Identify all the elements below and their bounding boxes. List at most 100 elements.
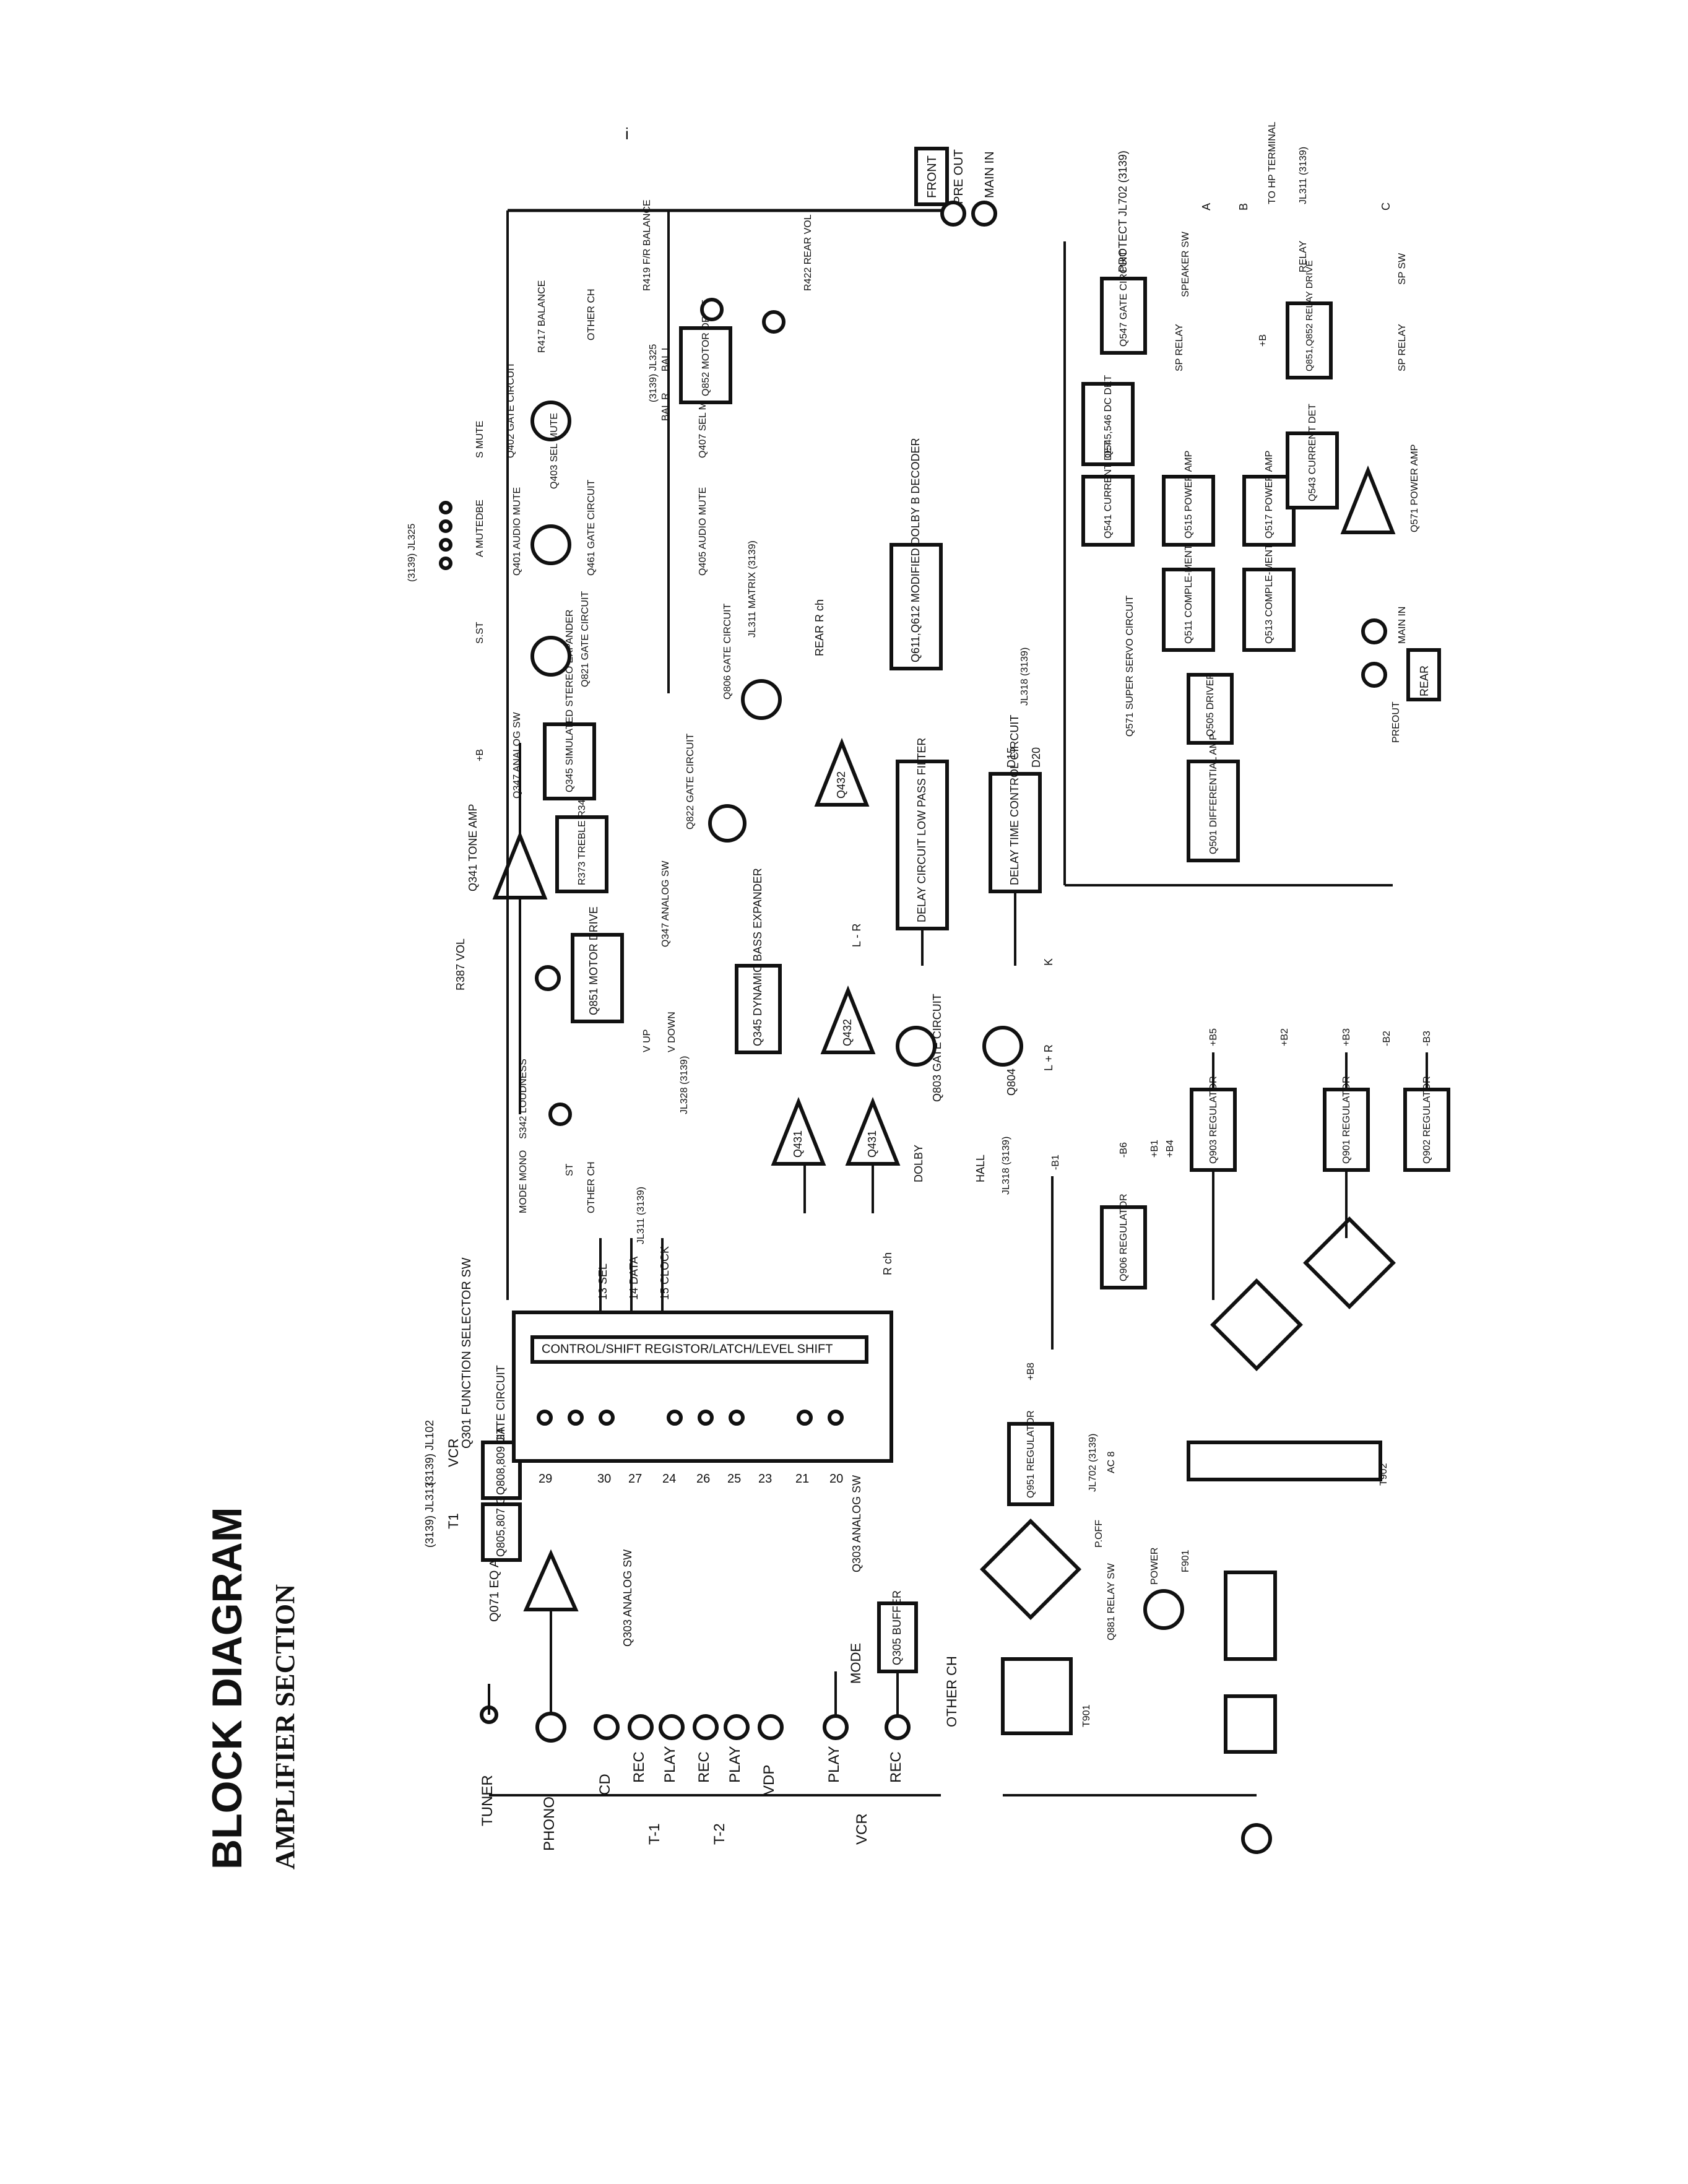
page-subtitle: AMPLIFIER SECTION <box>270 1584 300 1870</box>
function-selector-group: Q071 EQ AMP Q805,807 GATE CIRCUIT Q808,8… <box>423 1187 918 1673</box>
preout-label: PREOUT <box>1391 701 1401 743</box>
delay-control-block <box>989 772 1042 893</box>
rear-rch-label: REAR R ch <box>813 599 826 656</box>
delay-control-label: DELAY TIME CONTROL CIRCUIT <box>1008 715 1021 885</box>
q431a-label: Q431 <box>792 1130 804 1158</box>
function-selector-block <box>512 1311 893 1463</box>
t2-play-jack <box>724 1714 750 1740</box>
corner-mark: i <box>625 124 629 143</box>
loudness-lamp <box>548 1103 572 1126</box>
relay-drive-block <box>1286 301 1333 379</box>
motor-drive-851-label: Q851 MOTOR DRIVE <box>587 906 600 1015</box>
jl311-out-label: JL311 (3139) <box>1298 147 1309 204</box>
dolby-label: DOLBY <box>912 1145 925 1182</box>
a-terminal-label: A <box>1200 203 1213 210</box>
plus-b3-label: +B3 <box>1341 1028 1352 1046</box>
analog-sw-303a-label: Q303 ANALOG SW <box>621 1549 634 1647</box>
power-amp-517-label: Q517 POWER AMP <box>1264 451 1275 539</box>
jl313-label: (3139) JL313 <box>423 1482 436 1548</box>
input-other-ch-label: OTHER CH <box>944 1656 959 1727</box>
jl102-label: (3139) JL102 <box>423 1420 436 1486</box>
differential-amp-block <box>1187 760 1240 862</box>
f901-label: F901 <box>1180 1549 1191 1572</box>
t2-label: T-2 <box>711 1823 728 1845</box>
d20-label: D20 <box>1030 747 1042 768</box>
capacitor-bank-2 <box>1224 1694 1277 1754</box>
buffer-label: Q305 BUFFER <box>891 1590 903 1665</box>
vcr-rec-jack <box>885 1714 911 1740</box>
main-in-label: MAIN IN <box>983 151 997 198</box>
ac8-label: AC 8 <box>1106 1451 1117 1473</box>
dc-det-block <box>1081 382 1135 466</box>
rear-vol-motor <box>762 310 786 334</box>
mute-section: Q821 GATE CIRCUIT Q401 AUDIO MUTE Q461 G… <box>407 199 953 1300</box>
q803-label: Q803 GATE CIRCUIT <box>931 994 943 1102</box>
current-det-543-label: Q543 CURRENT DET <box>1307 404 1318 501</box>
q822-gate <box>708 804 747 843</box>
shift-register-label: CONTROL/SHIFT REGISTOR/LATCH/LEVEL SHIFT <box>542 1342 833 1356</box>
q432b-label: Q432 <box>835 771 847 799</box>
driver-label: Q505 DRIVER <box>1205 672 1216 737</box>
plus-b-347-label: +B <box>475 749 485 761</box>
rear-label: REAR <box>1418 665 1430 696</box>
t1-ref-label: T1 <box>446 1513 461 1529</box>
dbe-label: DBE <box>475 500 485 520</box>
complement-511-block <box>1162 568 1215 652</box>
jl318-lower-label: JL318 (3139) <box>1001 1137 1011 1195</box>
q405-label: Q405 AUDIO MUTE <box>698 487 708 576</box>
current-det-541-label: Q541 CURRENT DET <box>1103 441 1114 539</box>
tone-volume-section: Q851 MOTOR DRIVE R387 VOL V UP V DOWN JL… <box>454 610 690 1213</box>
pin-20: 20 <box>829 1472 843 1486</box>
regulator-951-block <box>1007 1422 1054 1506</box>
k-label: K <box>1042 958 1055 966</box>
t2-rec-jack <box>693 1714 719 1740</box>
pin-29: 29 <box>539 1472 552 1486</box>
front-label: FRONT <box>925 155 939 198</box>
q402-gate <box>530 401 571 441</box>
to-hp-label: TO HP TERMINAL <box>1267 122 1278 204</box>
r-ch-label: R ch <box>881 1252 894 1275</box>
mode-label: MODE <box>848 1643 863 1684</box>
relay-sw-label: Q881 RELAY SW <box>1106 1562 1117 1640</box>
q403-label: Q403 SEL MUTE <box>549 413 560 489</box>
driver-block <box>1187 673 1234 745</box>
mono-other-ch-label: OTHER CH <box>586 1161 597 1213</box>
jl325-mute-label: (3139) JL325 <box>407 524 417 582</box>
regulator-901-block <box>1323 1088 1370 1172</box>
stereo-expander-block <box>543 722 596 800</box>
protect-gate-block <box>1100 277 1147 355</box>
speaker-sw-label: SPEAKER SW <box>1180 231 1191 297</box>
rear-main-in-jack <box>1361 618 1387 644</box>
current-det-543-block <box>1286 431 1339 509</box>
vol-label: R387 VOL <box>454 938 467 990</box>
vdp-jack <box>758 1714 784 1740</box>
a-mute-label: A MUTE <box>475 520 485 557</box>
sp-relay-right-label: SP RELAY <box>1397 324 1408 371</box>
q461-label: Q461 GATE CIRCUIT <box>586 479 597 576</box>
sp-relay-left-label: SP RELAY <box>1174 324 1185 371</box>
output-section: FRONT PRE OUT MAIN IN PROTECT JL702 (313… <box>914 122 1441 886</box>
plus-b2-label: +B2 <box>1279 1028 1290 1046</box>
l-minus-r-label: L - R <box>850 924 863 947</box>
function-selector-label: Q301 FUNCTION SELECTOR SW <box>460 1257 474 1449</box>
fr-balance-label: R419 F/R BALANCE <box>642 199 652 291</box>
v-down-label: V DOWN <box>667 1012 677 1052</box>
sp-sw-label: SP SW <box>1397 253 1408 285</box>
front-label-box <box>914 147 949 206</box>
q401-gate <box>530 524 571 565</box>
q821-label: Q821 GATE CIRCUIT <box>580 591 591 687</box>
tone-amp-symbol <box>492 830 548 899</box>
regulator-901-label: Q901 REGULATOR <box>1341 1076 1352 1164</box>
jl318-upper-label: JL318 (3139) <box>1019 648 1030 706</box>
dolby-decoder-label: Q611,Q612 MODIFIED DOLBY B DECODER <box>909 438 922 662</box>
q401-label: Q401 AUDIO MUTE <box>512 487 522 576</box>
q804-label: Q804 <box>1005 1068 1018 1096</box>
tuner-label: TUNER <box>479 1775 496 1826</box>
vol-motor <box>535 965 561 991</box>
vdp-label: VDP <box>761 1765 777 1795</box>
q822-label: Q822 GATE CIRCUIT <box>685 733 696 830</box>
gate-circuit-805-block <box>481 1502 522 1562</box>
power-amp-515-block <box>1162 475 1215 547</box>
dynamic-bass-label: Q345 DYNAMIC BASS EXPANDER <box>751 868 764 1046</box>
gate-circuit-808-label: Q808,809 GATE CIRCUIT <box>495 1365 507 1495</box>
